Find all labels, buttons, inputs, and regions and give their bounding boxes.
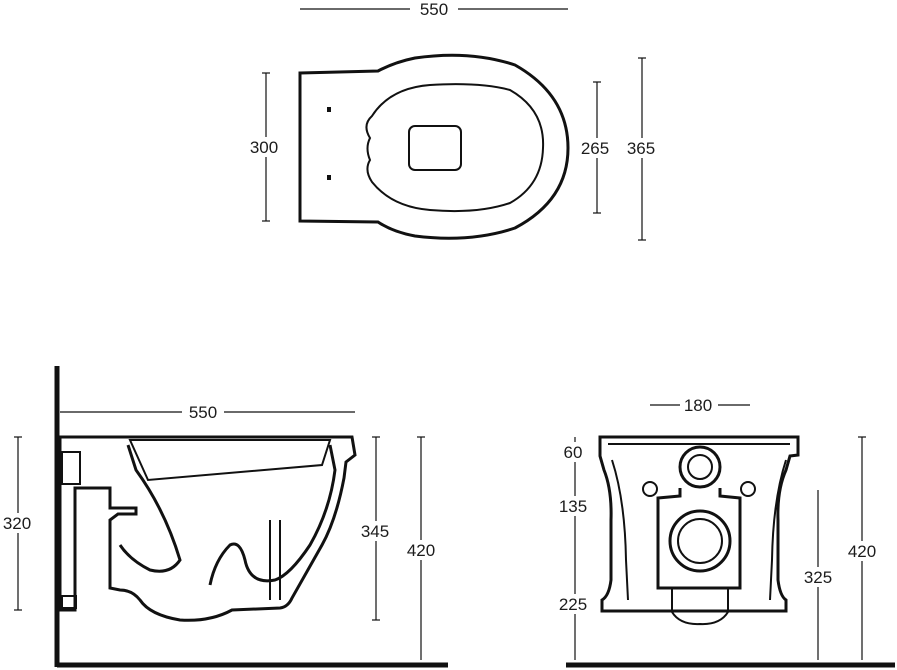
front-view-inlet-inner — [687, 454, 713, 480]
label-bg-320 — [0, 513, 38, 533]
label-bg-side-550 — [182, 400, 224, 420]
front-view-outlet-outer — [668, 509, 732, 573]
dim-front-outlet-height: 325 — [804, 568, 832, 587]
top-view: 550 300 265 365 — [246, 0, 662, 241]
side-view: 550 320 345 420 — [0, 366, 448, 668]
label-bg-135 — [552, 496, 596, 516]
side-view-bowl-inner — [208, 444, 337, 586]
side-view-foot — [61, 595, 77, 609]
side-view-rim — [128, 439, 332, 482]
front-view-inner-edge-right — [769, 459, 787, 601]
dim-top-width: 550 — [420, 0, 448, 19]
dim-top-outer-height: 365 — [627, 139, 655, 158]
dim-top-left-height: 300 — [250, 138, 278, 157]
dim-front-seg-mid: 135 — [559, 497, 587, 516]
dim-side-rim-height: 345 — [361, 522, 389, 541]
side-view-trap — [118, 444, 182, 573]
label-bg-365 — [622, 138, 662, 158]
front-view-outlet-inner — [677, 518, 723, 564]
label-bg-325 — [797, 567, 839, 587]
dim-side-left-height: 320 — [3, 514, 31, 533]
dim-front-seg-top: 60 — [564, 443, 583, 462]
label-bg-345 — [356, 521, 396, 541]
label-bg-265 — [577, 138, 617, 158]
top-view-bowl — [365, 83, 545, 213]
front-view-inner-edge-left — [611, 459, 629, 601]
front-view-inlet-outer — [678, 445, 722, 489]
side-view-body — [58, 435, 357, 622]
side-view-outer-curve — [269, 520, 281, 600]
dim-top-inner-height: 265 — [581, 139, 609, 158]
front-view-body — [598, 435, 800, 613]
dim-side-length: 550 — [189, 403, 217, 422]
top-view-outline — [298, 53, 570, 240]
bolt-hole-lower — [327, 175, 331, 180]
dim-front-seg-bottom: 225 — [559, 595, 587, 614]
front-view-bolt-right — [740, 481, 756, 497]
dim-front-width: 180 — [684, 396, 712, 415]
side-view-inlet — [61, 451, 81, 485]
label-bg-420-side — [401, 540, 441, 560]
front-view-outlet-lower — [671, 588, 729, 626]
label-bg-420-front — [841, 541, 883, 561]
front-view-outlet-frame — [656, 488, 742, 590]
top-view-drain — [408, 125, 462, 171]
bolt-hole-upper — [327, 107, 331, 112]
label-bg-60 — [557, 442, 591, 462]
dim-front-total-height: 420 — [848, 542, 876, 561]
dim-side-total-height: 420 — [407, 541, 435, 560]
label-bg-225 — [552, 594, 596, 614]
front-view: 180 60 135 225 325 420 — [552, 396, 895, 668]
front-view-bolt-left — [642, 481, 658, 497]
label-bg-300 — [246, 137, 286, 157]
